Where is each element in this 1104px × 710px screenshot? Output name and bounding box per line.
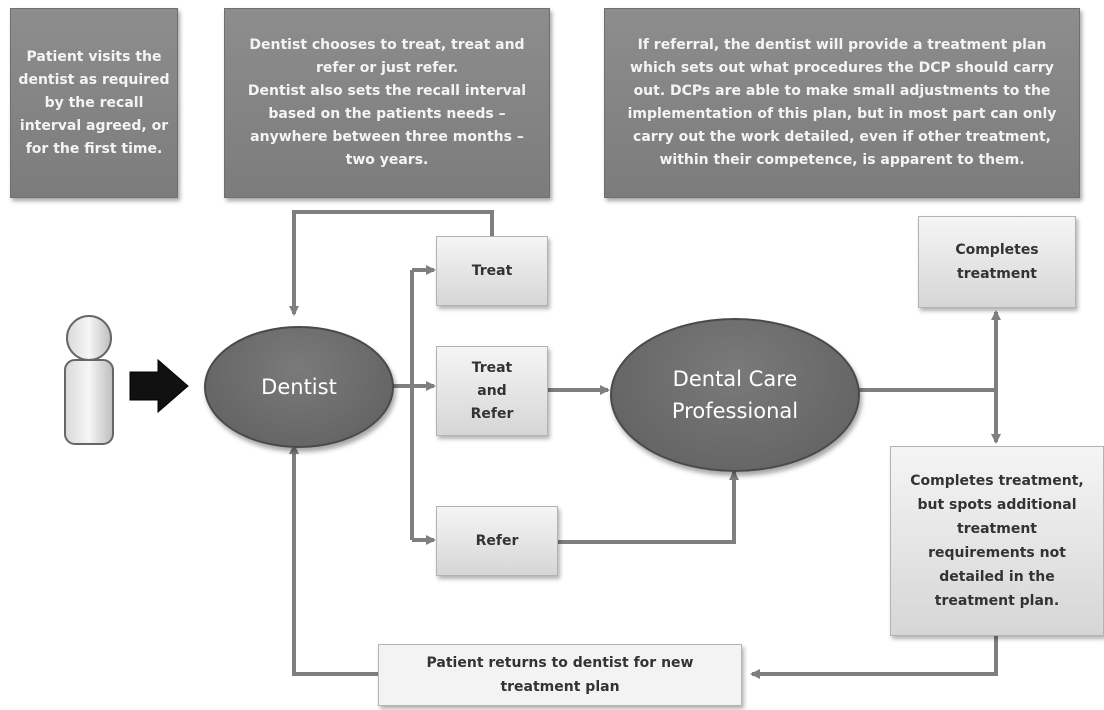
connector-treat-to-dentist (289, 210, 494, 316)
patient-returns-label: Patient returns to dentist for new treat… (426, 655, 694, 695)
completes-treatment-box: Completes treatment (918, 216, 1076, 308)
completes-additional-box: Completes treatment, but spots additiona… (890, 446, 1104, 636)
treat-and-refer-label: Treat and Refer (470, 359, 514, 422)
connector-additional-to-return (750, 636, 998, 679)
dcp-label: Dental Care Professional (671, 367, 799, 423)
note-if-referral: If referral, the dentist will provide a … (604, 8, 1080, 198)
refer-label: Refer (475, 533, 519, 549)
completes-treatment-label: Completes treatment (955, 242, 1039, 282)
block-arrow-right-icon (129, 358, 189, 414)
dentist-node: Dentist (204, 326, 394, 448)
treat-and-refer-box: Treat and Refer (436, 346, 548, 436)
note-dentist-chooses: Dentist chooses to treat, treat and refe… (224, 8, 550, 198)
treat-box: Treat (436, 236, 548, 306)
completes-additional-label: Completes treatment, but spots additiona… (910, 473, 1084, 609)
note-patient-visits: Patient visits the dentist as required b… (10, 8, 178, 198)
treat-label: Treat (471, 263, 513, 279)
dentist-label: Dentist (261, 375, 337, 399)
dcp-node: Dental Care Professional (610, 318, 860, 472)
connector-return-to-dentist (289, 444, 378, 676)
refer-box: Refer (436, 506, 558, 576)
connector-refer-to-dcp (558, 470, 739, 544)
patient-returns-box: Patient returns to dentist for new treat… (378, 644, 742, 706)
person-icon (64, 315, 114, 445)
